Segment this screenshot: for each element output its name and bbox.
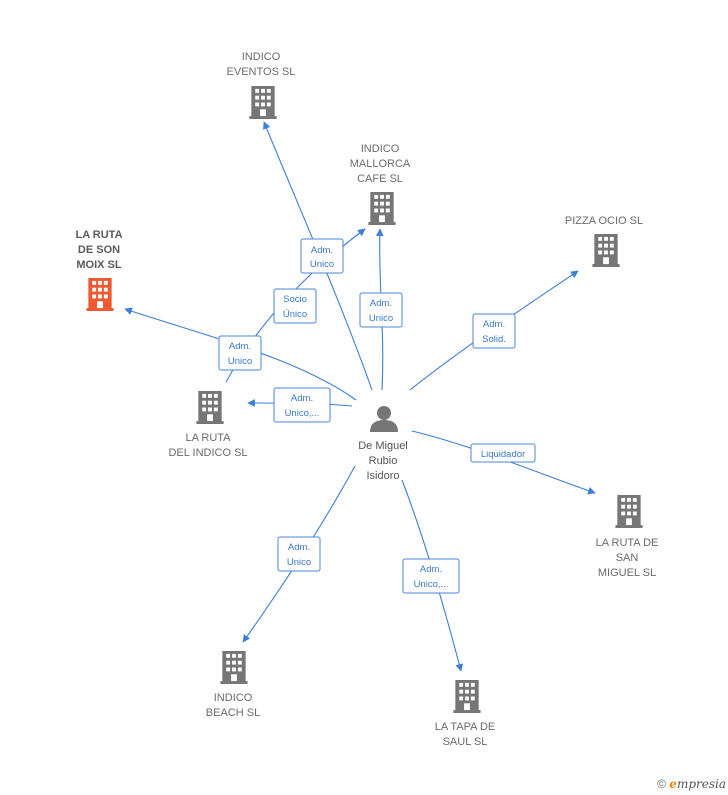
company-node-indico-beach[interactable]: INDICO BEACH SL — [206, 651, 260, 719]
svg-text:Adm.: Adm. — [291, 393, 313, 404]
building-icon — [86, 278, 114, 311]
svg-text:Unico: Unico — [287, 557, 311, 568]
svg-text:Unico: Unico — [310, 259, 334, 270]
edges — [124, 121, 596, 672]
edge-label-la-tapa-saul[interactable]: Adm. Unico,... — [402, 558, 460, 594]
company-label: BEACH SL — [206, 707, 260, 719]
company-label: EVENTOS SL — [227, 66, 296, 78]
svg-text:Adm.: Adm. — [420, 564, 442, 575]
company-node-la-ruta-indico[interactable]: LA RUTA DEL INDICO SL — [168, 391, 248, 459]
edge-label-indico-mallorca-adm[interactable]: Adm. Unico — [359, 292, 403, 328]
person-name-line-1: De Miguel — [358, 440, 408, 452]
building-icon — [196, 391, 224, 424]
building-icon — [220, 651, 248, 684]
svg-text:Unico: Unico — [228, 356, 252, 367]
svg-text:Adm.: Adm. — [229, 341, 251, 352]
company-label: DEL INDICO SL — [168, 447, 247, 459]
svg-text:Unico: Unico — [369, 313, 393, 324]
svg-text:Unico,...: Unico,... — [414, 579, 449, 590]
company-label: LA RUTA — [185, 432, 231, 444]
company-label: CAFE SL — [357, 173, 403, 185]
edge-label-la-ruta-indico[interactable]: Adm. Unico,... — [273, 387, 331, 423]
building-icon — [615, 495, 643, 528]
company-label: INDICO — [242, 51, 281, 63]
company-label: LA RUTA — [75, 229, 122, 241]
edge-labels: Adm. Unico Socio Único Adm. Unico Adm. S… — [218, 238, 536, 594]
company-label: PIZZA OCIO SL — [565, 215, 643, 227]
company-label: MOIX SL — [76, 259, 122, 271]
company-node-la-ruta-son-moix[interactable]: LA RUTA DE SON MOIX SL — [75, 229, 123, 311]
svg-text:Adm.: Adm. — [483, 319, 505, 330]
company-node-indico-mallorca[interactable]: INDICO MALLORCA CAFE SL — [350, 143, 411, 225]
company-label: LA RUTA DE — [596, 537, 659, 549]
company-node-la-tapa-saul[interactable]: LA TAPA DE SAUL SL — [435, 680, 496, 748]
building-icon — [453, 680, 481, 713]
brand-name: mpresia — [676, 777, 726, 791]
brand-initial: e — [669, 777, 677, 791]
person-name-line-2: Rubio — [369, 455, 398, 467]
svg-text:Liquidador: Liquidador — [481, 449, 525, 460]
svg-text:Solid.: Solid. — [482, 334, 506, 345]
svg-text:Adm.: Adm. — [370, 298, 392, 309]
company-label: LA TAPA DE — [435, 721, 496, 733]
company-label: INDICO — [361, 143, 400, 155]
svg-text:Adm.: Adm. — [288, 542, 310, 553]
company-label: MIGUEL SL — [598, 567, 656, 579]
company-label: SAN — [616, 552, 639, 564]
person-node[interactable]: De Miguel Rubio Isidoro — [358, 406, 408, 482]
company-label: INDICO — [214, 692, 253, 704]
edge-label-indico-eventos[interactable]: Adm. Unico — [300, 238, 344, 274]
building-icon — [249, 86, 277, 119]
company-label: MALLORCA — [350, 158, 411, 170]
footer-brand: © empresia — [657, 777, 726, 791]
edge-label-indico-beach[interactable]: Adm. Unico — [277, 536, 321, 572]
edge-label-la-ruta-san-miguel[interactable]: Liquidador — [470, 443, 536, 463]
building-icon — [592, 234, 620, 267]
person-name-line-3: Isidoro — [366, 470, 399, 482]
company-node-la-ruta-san-miguel[interactable]: LA RUTA DE SAN MIGUEL SL — [596, 495, 659, 579]
copyright-icon: © — [657, 777, 666, 791]
company-node-pizza-ocio[interactable]: PIZZA OCIO SL — [565, 215, 643, 267]
edge-label-pizza-ocio[interactable]: Adm. Solid. — [472, 313, 516, 349]
person-icon — [370, 406, 398, 432]
edge-label-la-ruta-son-moix[interactable]: Adm. Unico — [218, 335, 262, 371]
svg-text:Unico,...: Unico,... — [285, 408, 320, 419]
company-label: DE SON — [78, 244, 120, 256]
svg-text:Único: Único — [283, 309, 307, 320]
svg-text:Socio: Socio — [283, 294, 307, 305]
edge-label-indico-mallorca-socio[interactable]: Socio Único — [273, 288, 317, 324]
company-node-indico-eventos[interactable]: INDICO EVENTOS SL — [227, 51, 296, 119]
svg-text:Adm.: Adm. — [311, 245, 333, 256]
company-label: SAUL SL — [443, 736, 488, 748]
building-icon — [368, 192, 396, 225]
